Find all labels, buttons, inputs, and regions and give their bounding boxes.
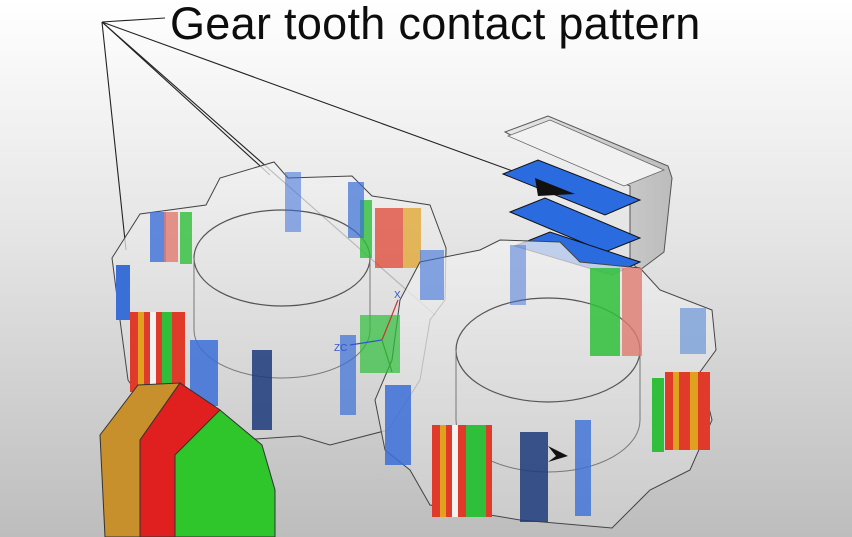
arrow-icon [535,178,575,196]
figure-title: Gear tooth contact pattern [170,0,701,49]
rotation-marker-icon [548,446,568,462]
right-gear-contact-strips [360,245,710,522]
view-triad: X ZC [334,290,401,373]
triad-z-label: ZC [334,343,347,354]
rack-fragment[interactable] [501,115,673,276]
left-gear[interactable] [111,161,447,446]
left-gear-contact-strips [116,172,421,430]
triad-x-label: X [394,290,401,301]
colored-block[interactable] [99,382,276,537]
right-gear[interactable] [360,239,717,529]
